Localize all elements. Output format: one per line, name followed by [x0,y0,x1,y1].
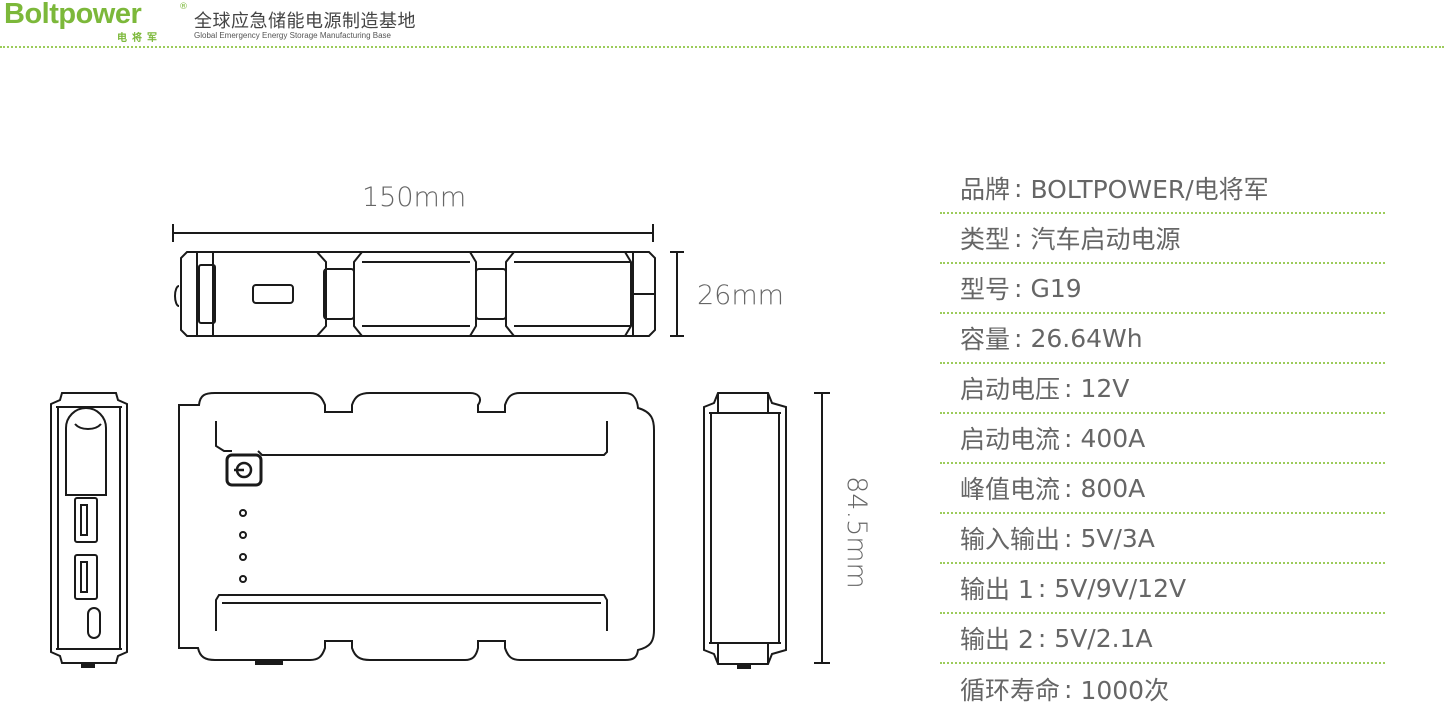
spec-key: 输入输出 [960,525,1061,554]
height-dimension-line [814,392,830,664]
spec-list: 品牌:BOLTPOWER/电将军 类型:汽车启动电源 型号:G19 容量:26.… [940,164,1385,708]
spec-value: BOLTPOWER/电将军 [1030,175,1269,204]
power-button-outline [225,453,263,487]
spec-separator: : [1064,473,1073,503]
spec-separator: : [1037,623,1047,653]
spec-separator: : [1014,323,1023,353]
spec-row-start-current: 启动电流:400A [940,414,1385,464]
spec-row-output-1: 输出 1:5V/9V/12V [940,564,1385,614]
spec-key: 输出 1 [960,575,1034,604]
spec-row-peak-current: 峰值电流:800A [940,464,1385,514]
spec-value: 5V/2.1A [1054,623,1153,653]
spec-separator: : [1064,423,1073,453]
spec-value: 12V [1080,373,1130,403]
brand-logo-subtitle: 电将军 [117,33,162,44]
spec-key: 峰值电流 [960,475,1061,504]
spec-key: 品牌 [960,175,1011,204]
spec-row-input-output: 输入输出:5V/3A [940,514,1385,564]
registered-mark: ® [179,2,188,12]
tagline-english: Global Emergency Energy Storage Manufact… [194,31,391,40]
spec-key: 循环寿命 [960,676,1061,705]
width-dimension-line [172,224,654,242]
spec-separator: : [1014,273,1023,303]
header: Boltpower ® 电将军 全球应急储能电源制造基地 Global Emer… [0,0,1444,48]
spec-separator: : [1064,373,1073,403]
tagline-chinese: 全球应急储能电源制造基地 [194,11,416,32]
spec-value: 5V/9V/12V [1054,573,1187,603]
spec-row-model: 型号:G19 [940,264,1385,314]
height-dimension-label: 84.5mm [840,476,872,589]
depth-dimension-line [670,251,684,337]
spec-key: 型号 [960,275,1011,304]
dimension-drawings: 150mm 26mm 84.5mm [50,182,872,669]
spec-value: 1000次 [1080,676,1170,705]
line-art-svg [50,224,830,669]
spec-separator: : [1064,523,1073,553]
spec-value: 400A [1080,423,1146,453]
left-side-view [50,392,128,668]
header-divider [0,46,1444,48]
spec-key: 类型 [960,225,1011,254]
spec-row-start-voltage: 启动电压:12V [940,364,1385,414]
spec-row-type: 类型:汽车启动电源 [940,214,1385,264]
spec-value: G19 [1030,273,1082,303]
spec-separator: : [1064,674,1073,704]
brand-logo: Boltpower [4,0,142,30]
spec-value: 800A [1080,473,1146,503]
spec-separator: : [1014,223,1023,253]
front-view [178,392,655,665]
spec-row-capacity: 容量:26.64Wh [940,314,1385,364]
right-side-view [703,392,787,669]
spec-separator: : [1037,573,1047,603]
spec-key: 启动电压 [960,375,1061,404]
spec-key: 容量 [960,325,1011,354]
spec-row-cycle-life: 循环寿命:1000次 [940,664,1385,708]
spec-row-brand: 品牌:BOLTPOWER/电将军 [940,164,1385,214]
top-view [174,251,656,337]
spec-value: 5V/3A [1080,523,1155,553]
width-dimension-label: 150mm [362,182,467,213]
spec-value: 26.64Wh [1030,323,1143,353]
depth-dimension-label: 26mm [697,280,784,311]
spec-value: 汽车启动电源 [1030,225,1181,254]
spec-key: 启动电流 [960,425,1061,454]
spec-row-output-2: 输出 2:5V/2.1A [940,614,1385,664]
spec-key: 输出 2 [960,625,1034,654]
spec-separator: : [1014,173,1023,203]
